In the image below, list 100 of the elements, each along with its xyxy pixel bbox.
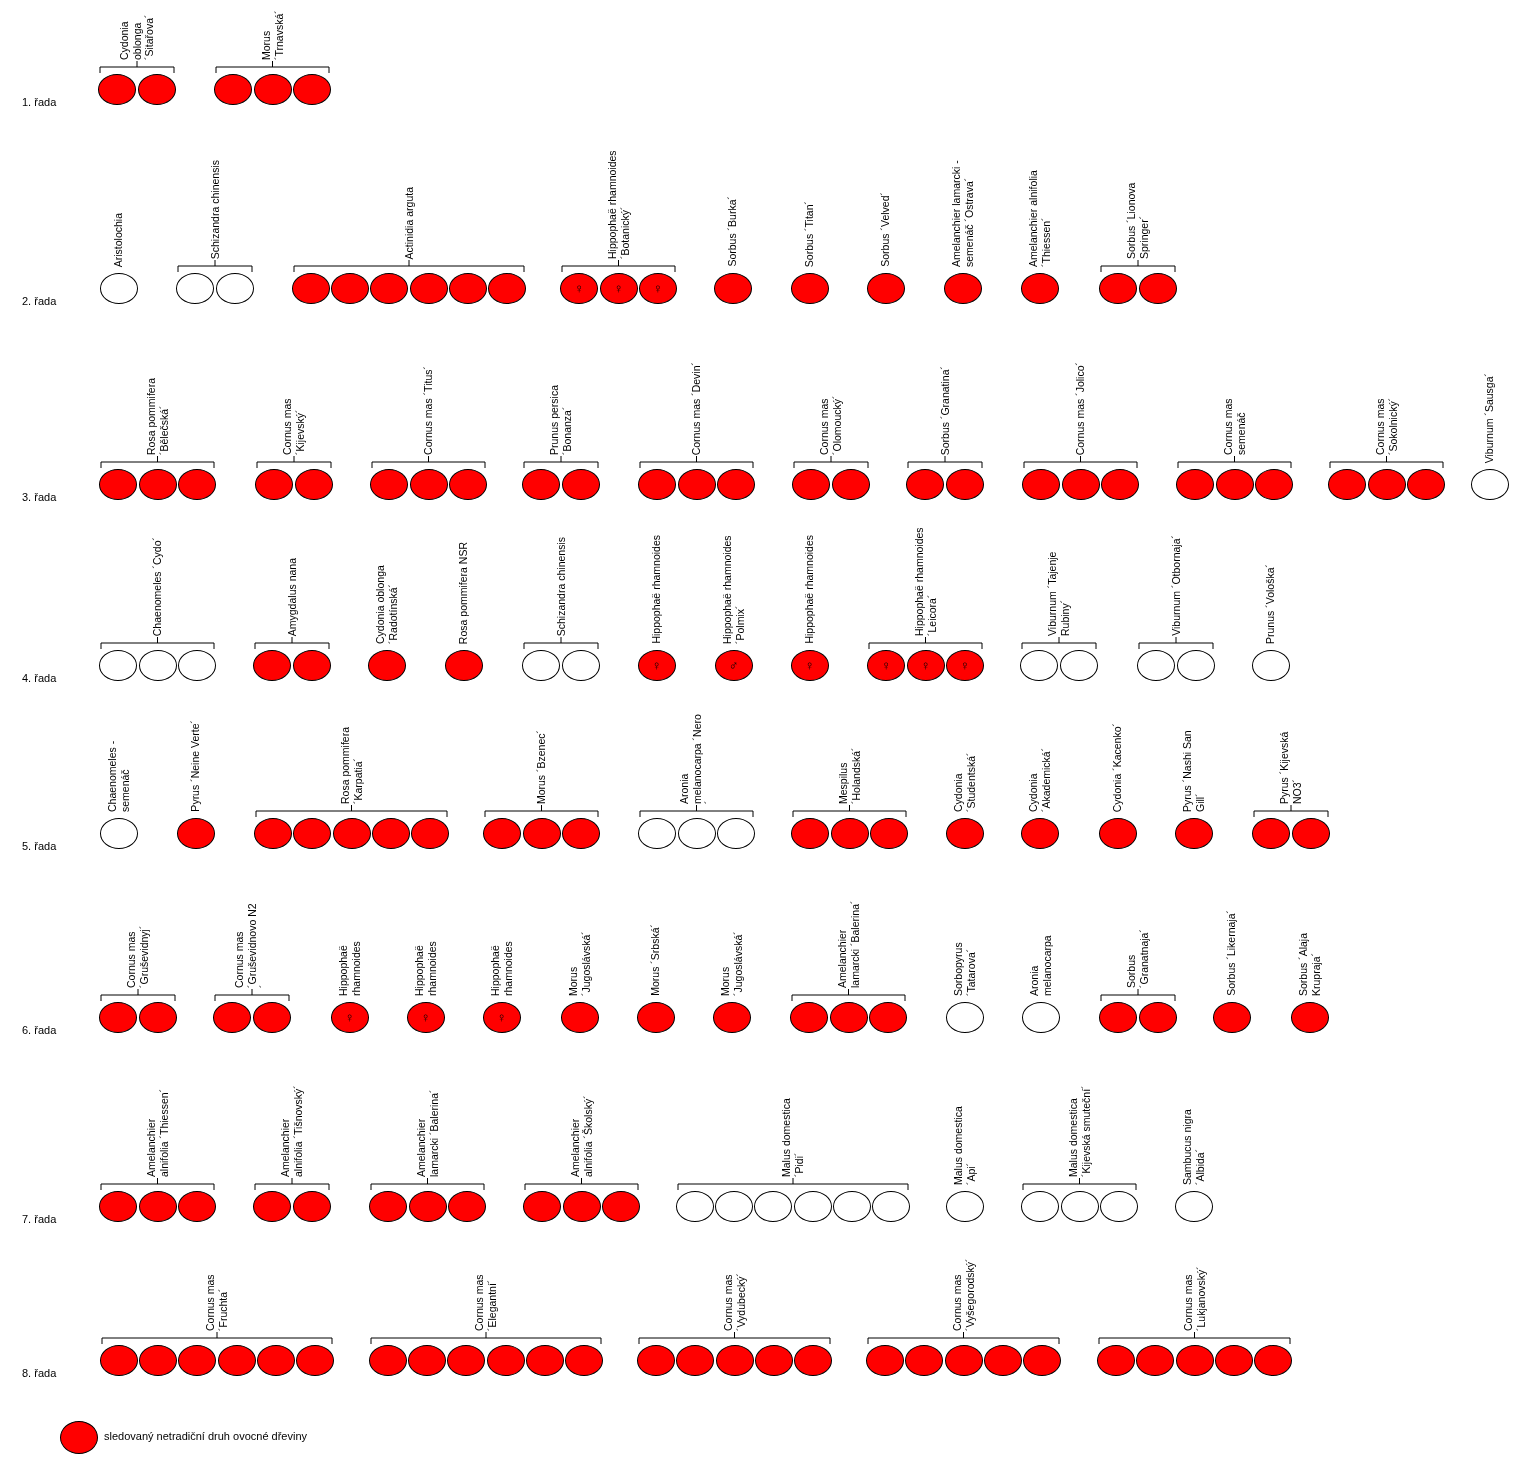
tree-circle bbox=[716, 469, 755, 500]
tree-circle bbox=[330, 273, 369, 304]
plant-label: Cornus mas ´Gruševidnovo N2´ bbox=[233, 902, 271, 988]
tree-circle bbox=[830, 818, 869, 849]
tree-circle bbox=[293, 818, 332, 849]
tree-circle bbox=[562, 1191, 601, 1222]
tree-circle bbox=[215, 273, 254, 304]
tree-circle bbox=[177, 469, 216, 500]
plant-label: Amelanchier lamarcki ´Balerina´ bbox=[835, 900, 862, 988]
tree-circle bbox=[214, 74, 253, 105]
tree-circle bbox=[444, 650, 483, 681]
tree-circle bbox=[561, 469, 600, 500]
tree-circle bbox=[1175, 1345, 1214, 1376]
plant-label: Malus domestica ´Pidi´ bbox=[780, 1097, 806, 1177]
tree-circle bbox=[213, 1002, 252, 1033]
plant-label: Hippophaë rhamnoides ´Botanický´ bbox=[605, 149, 632, 259]
sex-symbol: ♀ bbox=[344, 1011, 355, 1024]
plant-label: Pyrus ´Neine Verte´ bbox=[189, 720, 202, 812]
plant-label: Sorbus ´Burka´ bbox=[726, 196, 739, 267]
tree-circle bbox=[561, 818, 600, 849]
tree-circle bbox=[138, 1191, 177, 1222]
plant-label: Hippophaë rhamnoides bbox=[650, 535, 663, 644]
plant-label: Amelanchier alnifolia ´Školský´ bbox=[568, 1094, 595, 1177]
plant-label: Cornus mas ´Titus´ bbox=[422, 366, 435, 455]
tree-circle bbox=[1099, 1002, 1138, 1033]
sex-symbol: ♀ bbox=[574, 282, 584, 295]
tree-circle bbox=[176, 273, 215, 304]
tree-circle bbox=[714, 650, 753, 681]
plant-label: Viburnum ´Otbornaja´ bbox=[1169, 535, 1183, 636]
tree-circle bbox=[565, 1345, 604, 1376]
tree-circle bbox=[714, 1191, 753, 1222]
plant-label: Amelanchier alnifolia ´Thiessen´ bbox=[144, 1087, 171, 1177]
tree-circle bbox=[754, 1345, 793, 1376]
tree-circle bbox=[99, 1345, 138, 1376]
plant-label: Cydonia oblonga ´Sitařova´ bbox=[118, 13, 156, 60]
tree-circle bbox=[945, 1191, 984, 1222]
tree-circle bbox=[177, 650, 216, 681]
tree-circle bbox=[636, 1345, 675, 1376]
tree-circle bbox=[676, 1345, 715, 1376]
tree-circle bbox=[406, 1002, 445, 1033]
tree-circle bbox=[601, 1191, 640, 1222]
tree-circle bbox=[1290, 1002, 1329, 1033]
tree-circle bbox=[906, 469, 945, 500]
sex-symbol: ♀ bbox=[496, 1011, 507, 1024]
tree-circle bbox=[523, 1191, 562, 1222]
plant-label: Amelanchier lamarcki ´Balerina´ bbox=[414, 1088, 441, 1177]
plant-label: Cornus mas ´Fruchta´ bbox=[204, 1273, 230, 1331]
tree-circle bbox=[407, 1345, 446, 1376]
tree-circle bbox=[176, 818, 215, 849]
tree-circle bbox=[905, 1345, 944, 1376]
plant-label: Hippophaë rhamnoides bbox=[412, 940, 439, 996]
tree-circle bbox=[560, 273, 599, 304]
plant-label: Cydonia ´Studentská´ bbox=[951, 751, 978, 812]
tree-circle bbox=[636, 1002, 675, 1033]
tree-circle bbox=[906, 650, 945, 681]
tree-circle bbox=[370, 469, 409, 500]
tree-circle bbox=[1367, 469, 1406, 500]
plant-label: Amygdalus nana bbox=[285, 557, 299, 636]
tree-circle bbox=[1020, 818, 1059, 849]
tree-circle bbox=[793, 1191, 832, 1222]
plant-label: Sorbus ´Granatnaja´ bbox=[1125, 928, 1151, 988]
tree-circle bbox=[253, 74, 292, 105]
plant-label: Pyrus ´Kijevská NO3´ bbox=[1278, 730, 1304, 804]
tree-circle bbox=[1021, 1002, 1060, 1033]
plant-label: Aristolochia bbox=[112, 212, 125, 267]
tree-circle bbox=[754, 1191, 793, 1222]
tree-circle bbox=[791, 818, 830, 849]
tree-circle bbox=[1215, 469, 1254, 500]
plant-label: Cornus mas ´Devin´ bbox=[690, 361, 703, 455]
plant-label: Aronia melanocarpa ´Nero´ bbox=[677, 713, 716, 804]
row-label: 3. řada bbox=[22, 491, 57, 503]
plant-label: Actinidia arguta bbox=[402, 186, 416, 259]
tree-circle bbox=[677, 818, 716, 849]
tree-circle bbox=[99, 818, 138, 849]
plant-label: Sorbopyrus ´Tatarova´ bbox=[951, 941, 978, 996]
tree-circle bbox=[794, 1345, 833, 1376]
tree-circle bbox=[178, 1345, 217, 1376]
tree-circle bbox=[872, 1191, 911, 1222]
tree-circle bbox=[369, 1191, 408, 1222]
plant-label: Cornus mas ´Lukjanovský´ bbox=[1181, 1265, 1208, 1331]
tree-circle bbox=[1099, 1191, 1138, 1222]
tree-circle bbox=[1059, 650, 1098, 681]
tree-circle bbox=[713, 273, 752, 304]
plant-label: Hippophaë rhamnoides bbox=[803, 535, 816, 644]
plant-label: Viburnum ´Tajenje Rubiny´ bbox=[1046, 550, 1072, 636]
tree-circle bbox=[1212, 1002, 1251, 1033]
tree-circle bbox=[1020, 650, 1059, 681]
tree-circle bbox=[138, 650, 177, 681]
tree-circle bbox=[522, 650, 561, 681]
tree-circle bbox=[1176, 650, 1215, 681]
tree-circle bbox=[1022, 469, 1061, 500]
tree-circle bbox=[177, 1191, 216, 1222]
tree-circle bbox=[253, 818, 292, 849]
tree-circle bbox=[291, 273, 330, 304]
plant-label: Rosa pommifera ´Karpatia´ bbox=[338, 725, 365, 804]
plant-label: Chaenomeles - semenáč bbox=[105, 739, 132, 812]
tree-circle bbox=[868, 1002, 907, 1033]
tree-circle bbox=[1099, 273, 1138, 304]
tree-circle bbox=[599, 273, 638, 304]
tree-circle bbox=[367, 650, 406, 681]
